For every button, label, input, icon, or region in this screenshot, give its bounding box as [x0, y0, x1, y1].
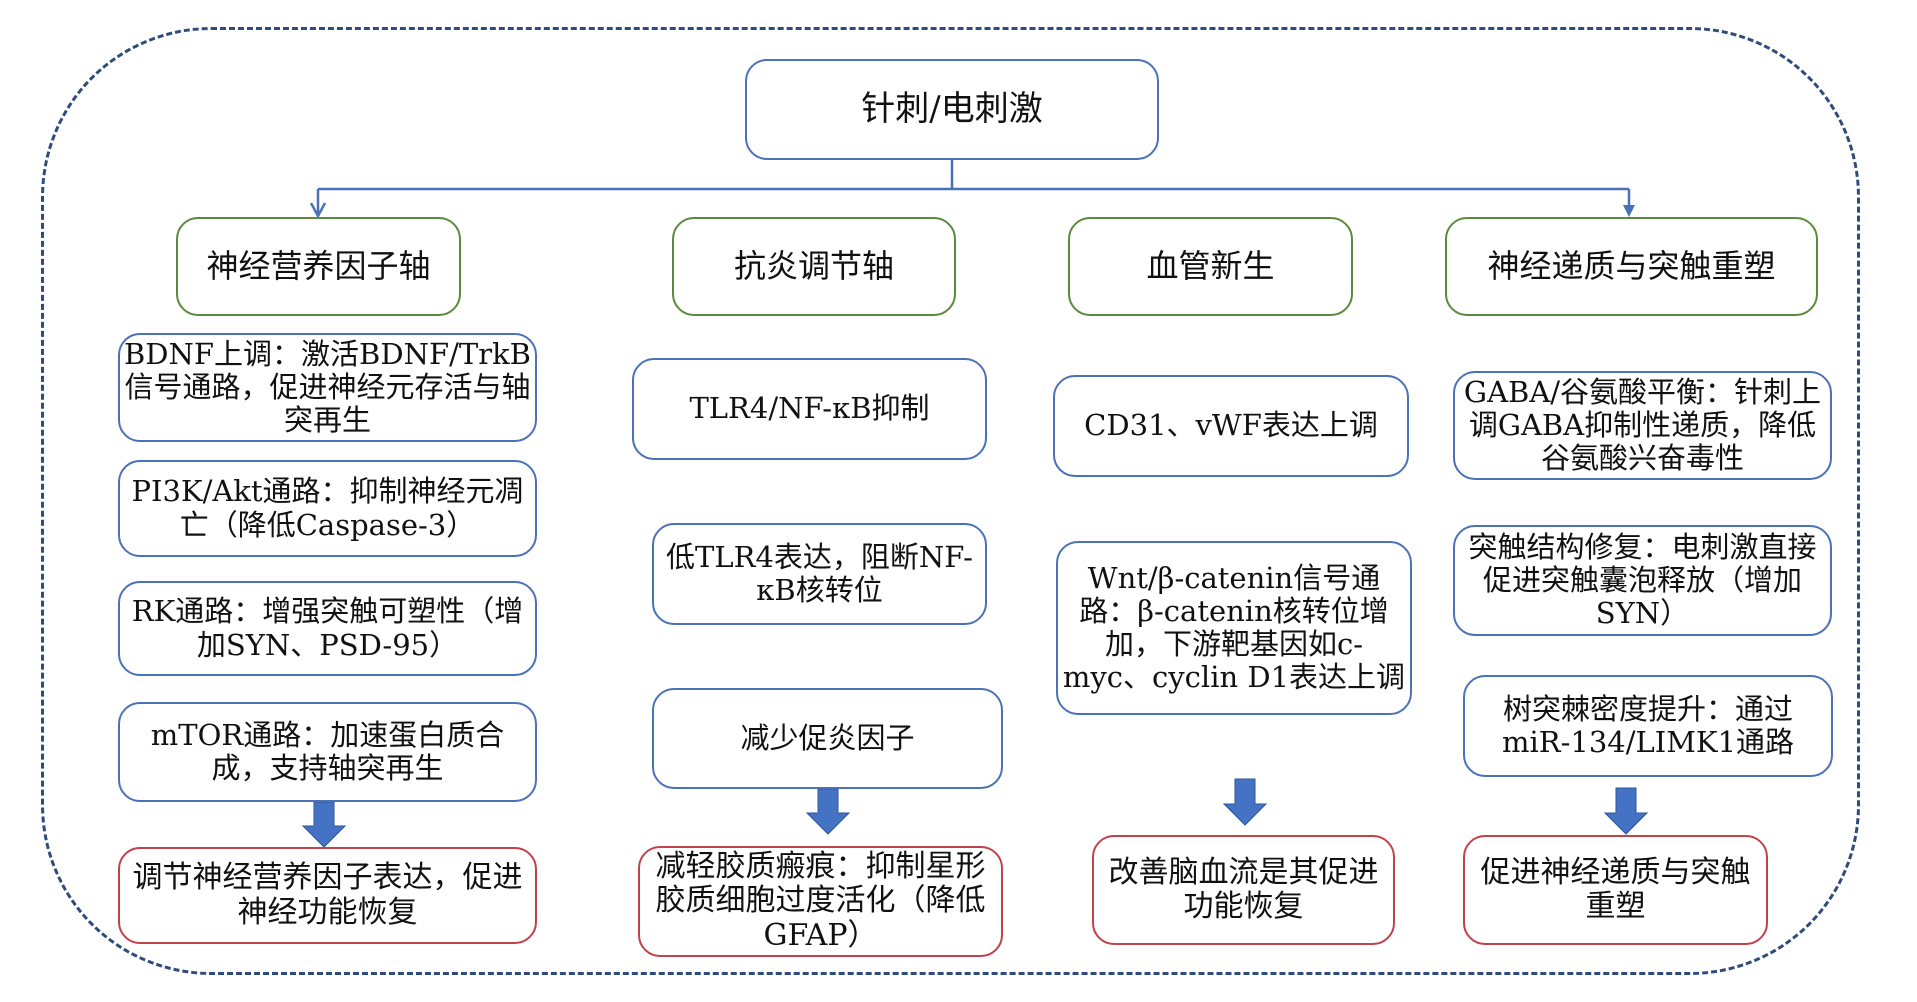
outcome-text: 促进神经递质与突触重塑	[1480, 854, 1751, 924]
mechanism-tlr4-nfkb: TLR4/NF-κB抑制	[632, 358, 987, 460]
axis-neurotrophic: 神经营养因子轴	[176, 217, 461, 316]
axis-anti-inflammatory: 抗炎调节轴	[672, 217, 956, 316]
outcome-cerebral-blood-flow: 改善脑血流是其促进功能恢复	[1092, 835, 1395, 945]
mechanism-wnt-beta-catenin: Wnt/β-catenin信号通路：β-catenin核转位增加，下游靶基因如c…	[1056, 541, 1412, 715]
block-arrow-col4	[1603, 787, 1649, 835]
mechanism-dendritic-spine: 树突棘密度提升：通过miR-134/LIMK1通路	[1463, 675, 1833, 777]
mechanism-cd31-vwf: CD31、vWF表达上调	[1053, 375, 1409, 477]
mechanism-synapse-repair: 突触结构修复：电刺激直接促进突触囊泡释放（增加SYN）	[1453, 525, 1832, 636]
axis-angiogenesis: 血管新生	[1068, 217, 1353, 316]
arrowhead-filled-right	[1623, 205, 1635, 217]
root-label: 针刺/电刺激	[861, 89, 1043, 130]
outcome-text: 调节神经营养因子表达，促进神经功能恢复	[132, 860, 523, 930]
arrowhead-open-left	[309, 202, 327, 219]
outcome-neurotransmitter-synapse: 促进神经递质与突触重塑	[1463, 835, 1768, 945]
mechanism-text: TLR4/NF-κB抑制	[689, 391, 930, 426]
axis-neurotransmitter-synapse: 神经递质与突触重塑	[1445, 217, 1818, 316]
mechanism-text: RK通路：增强突触可塑性（增加SYN、PSD-95）	[131, 594, 524, 662]
axis-label: 血管新生	[1146, 247, 1275, 286]
root-node: 针刺/电刺激	[745, 59, 1159, 160]
block-arrow-col3	[1222, 778, 1268, 826]
outcome-glial-scar: 减轻胶质瘢痕：抑制星形胶质细胞过度活化（降低GFAP）	[638, 846, 1003, 957]
outcome-neurotrophic: 调节神经营养因子表达，促进神经功能恢复	[118, 847, 537, 944]
mechanism-text: 低TLR4表达，阻断NF-κB核转位	[666, 539, 973, 607]
mechanism-reduce-proinflammatory: 减少促炎因子	[652, 688, 1003, 789]
mechanism-text: Wnt/β-catenin信号通路：β-catenin核转位增加，下游靶基因如c…	[1062, 560, 1406, 695]
outcome-text: 减轻胶质瘢痕：抑制星形胶质细胞过度活化（降低GFAP）	[655, 849, 986, 953]
axis-label: 神经营养因子轴	[206, 247, 431, 286]
mechanism-rk: RK通路：增强突触可塑性（增加SYN、PSD-95）	[118, 581, 537, 676]
block-arrow-col1	[301, 801, 347, 848]
mechanism-pi3k-akt: PI3K/Akt通路：抑制神经元凋亡（降低Caspase-3）	[118, 460, 537, 557]
mechanism-text: 突触结构修复：电刺激直接促进突触囊泡释放（增加SYN）	[1468, 529, 1817, 631]
mechanism-text: GABA/谷氨酸平衡：针刺上调GABA抑制性递质，降低谷氨酸兴奋毒性	[1463, 374, 1822, 476]
mechanism-text: 减少促炎因子	[740, 720, 915, 755]
outcome-text: 改善脑血流是其促进功能恢复	[1108, 854, 1379, 924]
mechanism-gaba-glutamate: GABA/谷氨酸平衡：针刺上调GABA抑制性递质，降低谷氨酸兴奋毒性	[1453, 371, 1832, 480]
axis-label: 抗炎调节轴	[733, 247, 894, 286]
mechanism-low-tlr4: 低TLR4表达，阻断NF-κB核转位	[652, 523, 987, 625]
mechanism-text: BDNF上调：激活BDNF/TrkB信号通路，促进神经元存活与轴突再生	[124, 336, 531, 438]
axis-label: 神经递质与突触重塑	[1487, 247, 1776, 286]
outer-dashed-frame	[41, 27, 1860, 975]
mechanism-text: mTOR通路：加速蛋白质合成，支持轴突再生	[150, 717, 505, 785]
mechanism-text: CD31、vWF表达上调	[1084, 408, 1378, 443]
mechanism-text: 树突棘密度提升：通过miR-134/LIMK1通路	[1501, 691, 1795, 759]
block-arrow-col2	[805, 788, 851, 835]
mechanism-mtor: mTOR通路：加速蛋白质合成，支持轴突再生	[118, 702, 537, 802]
mechanism-bdnf: BDNF上调：激活BDNF/TrkB信号通路，促进神经元存活与轴突再生	[118, 333, 537, 442]
mechanism-text: PI3K/Akt通路：抑制神经元凋亡（降低Caspase-3）	[131, 474, 524, 542]
